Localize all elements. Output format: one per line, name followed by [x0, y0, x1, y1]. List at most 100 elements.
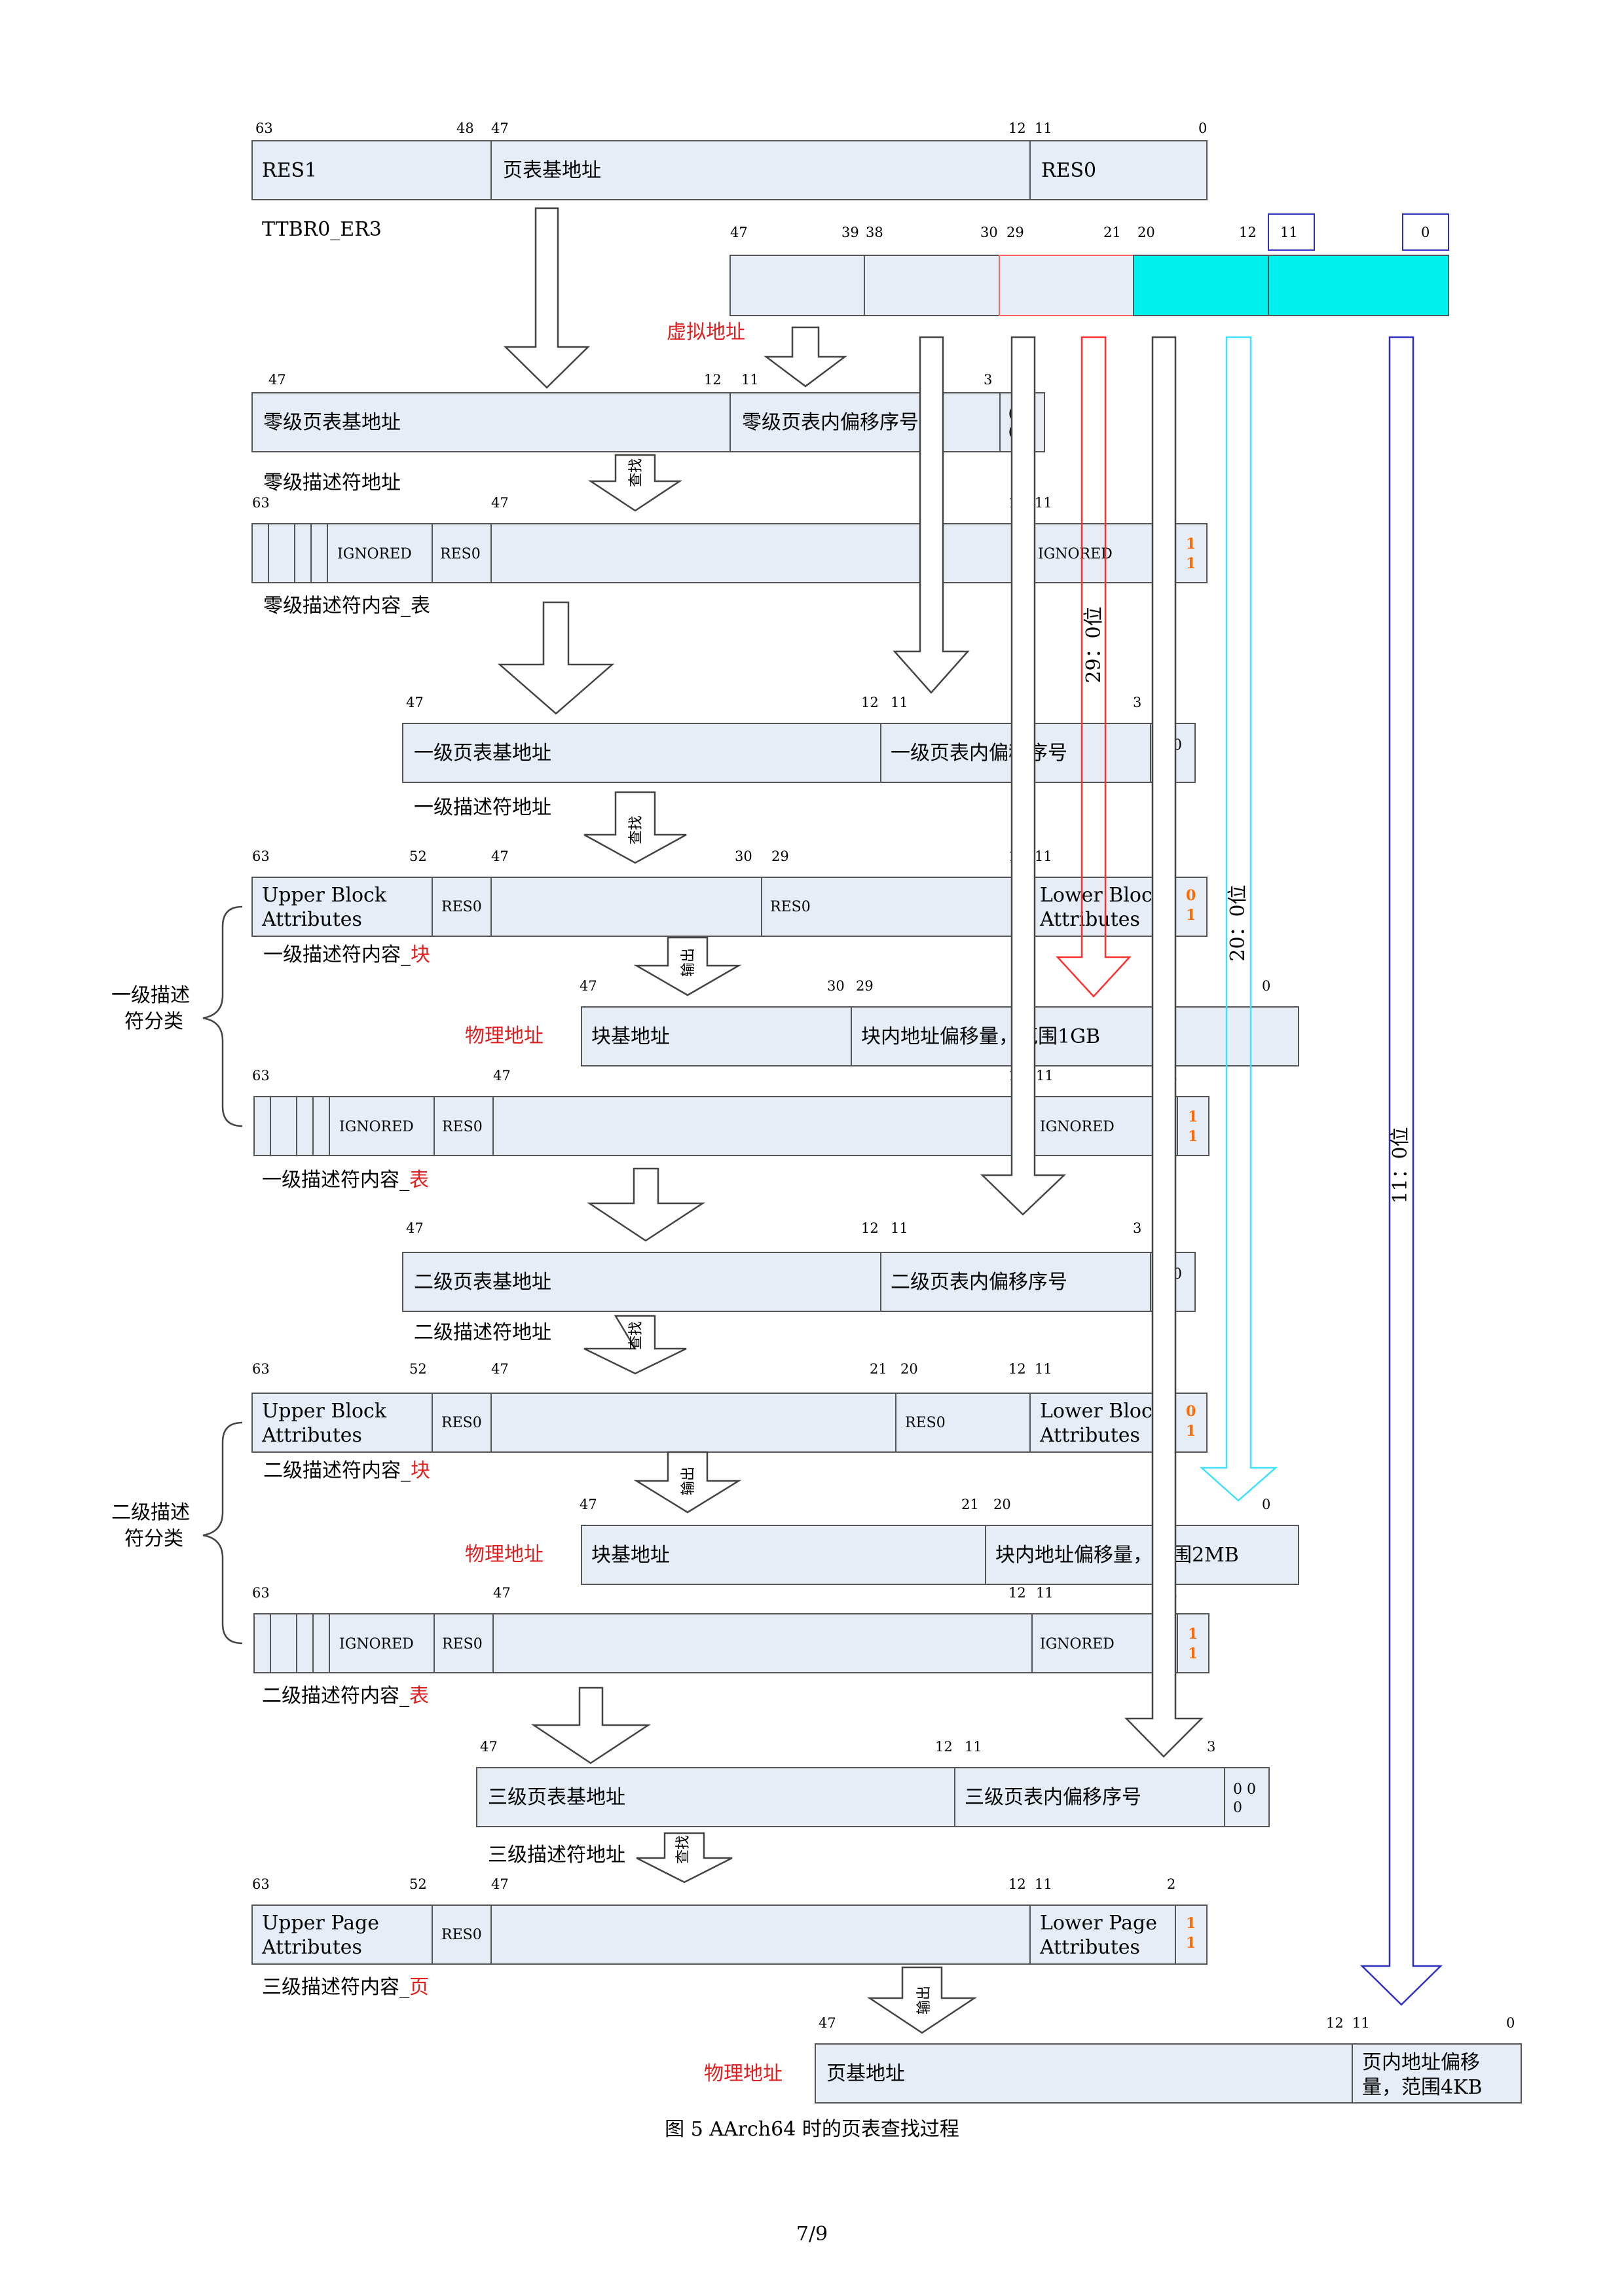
l3p-bit-11: 11	[1035, 1876, 1052, 1892]
va-bit-11: 11	[1280, 225, 1298, 240]
red-29-0-arrow	[1056, 336, 1132, 998]
l1-phys-base: 块基地址	[591, 1025, 670, 1048]
l2-output-label: 输出	[680, 1467, 697, 1495]
l2p-bit-47: 47	[580, 1497, 597, 1512]
ttbr-down-arrow	[503, 207, 591, 389]
l0-desc-addr-label: 零级描述符地址	[263, 471, 401, 494]
l0-bit-11: 11	[741, 372, 759, 388]
l1t-ignored-upper: IGNORED	[339, 1119, 414, 1135]
l0-ignored-upper: IGNORED	[337, 546, 412, 562]
level3-address: 三级页表基地址 三级页表内偏移序号 0 0 0 47 12 11 3 三级描述符…	[476, 1739, 1270, 1867]
l3x-bit-0: 0	[1506, 2015, 1515, 2031]
blue-arrow-label: 11：0位	[1389, 1127, 1412, 1203]
l3p-bit-12: 12	[1008, 1876, 1026, 1892]
l2-to-l3-arrow	[530, 1686, 652, 1764]
l3-phys-offset-1: 页内地址偏移	[1362, 2051, 1480, 2074]
l3-phys-offset-2: 量，范围4KB	[1362, 2076, 1483, 2099]
level2-block-descriptor: Upper Block Attributes RES0 RES0 Lower B…	[251, 1361, 1208, 1482]
l2-search-label: 查找	[628, 1321, 644, 1350]
l2b-bit-20: 20	[900, 1361, 918, 1377]
l0-ignored-lower: IGNORED	[1038, 546, 1113, 562]
l3-lower-page-1: Lower Page	[1040, 1912, 1157, 1935]
l1-lower-block-2: Attributes	[1039, 908, 1140, 931]
l1t-bit-11: 11	[1036, 1068, 1054, 1084]
virtual-address-label: 虚拟地址	[667, 321, 745, 344]
l2t-bit-12: 12	[1008, 1585, 1026, 1601]
l1-search-label: 查找	[628, 816, 644, 845]
l2-lower-block-1: Lower Block	[1040, 1400, 1165, 1423]
l1t-res0: RES0	[442, 1119, 483, 1135]
l1p-bit-30: 30	[827, 978, 845, 994]
l2-upper-block-2: Attributes	[261, 1424, 362, 1447]
l2b-bit-52: 52	[409, 1361, 427, 1377]
l0d-bit-63: 63	[252, 495, 270, 511]
l3-bit-11: 11	[965, 1739, 982, 1755]
virtual-address: 47 39 38 30 29 21 20 12 11 0 虚拟地址	[667, 213, 1449, 344]
l1p-bit-47: 47	[580, 978, 597, 994]
l2b-bit-21: 21	[870, 1361, 887, 1377]
l2t-ignored-upper: IGNORED	[339, 1636, 414, 1652]
l3-base-label: 三级页表基地址	[488, 1786, 625, 1809]
l0-bit-12: 12	[704, 372, 722, 388]
l1-class-2: 符分类	[124, 1010, 183, 1033]
l3p-bit-52: 52	[409, 1876, 427, 1892]
l1-res0-a: RES0	[441, 899, 482, 915]
l0-search-arrow	[587, 454, 683, 512]
l2-phys-base: 块基地址	[591, 1544, 670, 1567]
search-output-arrows: 查找 查找 输出 查找 输出 查找 输出	[583, 454, 978, 2034]
ttbr-label: TTBR0_ER3	[262, 218, 382, 241]
page-number: 7/9	[796, 2223, 828, 2246]
l3-phys-base: 页基地址	[826, 2062, 905, 2085]
level2-address: 二级页表基地址 二级页表内偏移序号 0 0 0 47 12 11 3 二级描述符…	[402, 1220, 1196, 1344]
l1b-bit-47: 47	[491, 848, 509, 864]
l2-content-block-label: 二级描述符内容_块	[263, 1459, 430, 1482]
l2t-bit-1: 1	[1188, 1626, 1198, 1643]
l1b-bit-52: 52	[409, 848, 427, 864]
index-arrows	[497, 207, 1204, 1764]
l1-output-label: 输出	[680, 948, 697, 977]
l2t-res0: RES0	[442, 1636, 483, 1652]
l1t-bit-63: 63	[252, 1068, 270, 1084]
l1b-bit-0: 1	[1186, 907, 1196, 924]
va-bit-30: 30	[980, 225, 998, 240]
va-bit-39: 39	[841, 225, 859, 240]
bit-11: 11	[1035, 120, 1052, 136]
l2b-bit-47: 47	[491, 1361, 509, 1377]
l2p-bit-21: 21	[961, 1497, 979, 1512]
l3-upper-page-1: Upper Page	[262, 1912, 379, 1935]
level1-physical-address: 块基地址 块内地址偏移量，范围1GB 47 30 29 0 物理地址	[465, 978, 1299, 1066]
l3-res0: RES0	[441, 1927, 482, 1943]
l3-phys-label: 物理地址	[704, 2062, 783, 2085]
l1-offset-label: 一级页表内偏移序号	[891, 742, 1067, 765]
l3p-bit-0: 1	[1186, 1935, 1196, 1952]
l0d-bit-11: 11	[1035, 495, 1052, 511]
l1-upper-block-2: Attributes	[261, 908, 362, 931]
l1-bit-47: 47	[406, 695, 424, 710]
l1-phys-offset: 块内地址偏移量，范围1GB	[861, 1025, 1100, 1048]
l2-bit-47: 47	[406, 1220, 424, 1236]
l2b-bit-63: 63	[252, 1361, 270, 1377]
l3-bit-12: 12	[935, 1739, 953, 1755]
level1-classification: 一级描述 符分类	[111, 905, 243, 1127]
va-bit-47: 47	[730, 225, 748, 240]
l1t-bit-0: 1	[1188, 1128, 1198, 1145]
cyan-20-0-arrow	[1199, 336, 1278, 1502]
l2b-bit-0: 1	[1186, 1423, 1196, 1440]
l1-output-arrow	[633, 936, 742, 996]
l3-bit-3: 3	[1207, 1739, 1215, 1755]
l1p-bit-29: 29	[856, 978, 874, 994]
l1-lower-block-1: Lower Block	[1040, 884, 1165, 907]
l1-content-table-label: 一级描述符内容_表	[262, 1169, 429, 1192]
l2t-bit-0: 1	[1188, 1645, 1198, 1662]
l2t-bit-11: 11	[1036, 1585, 1054, 1601]
l1-desc-addr-label: 一级描述符地址	[414, 796, 551, 819]
l1b-bit-29: 29	[771, 848, 789, 864]
l3-search-arrow	[636, 1832, 733, 1884]
l1t-bit-1: 1	[1188, 1108, 1198, 1125]
va-small-arrow	[764, 326, 847, 388]
l3x-bit-12: 12	[1326, 2015, 1344, 2031]
level1-address: 一级页表基地址 一级页表内偏移序号 0 0 0 47 12 11 3 一级描述符…	[402, 695, 1196, 819]
l2b-bit-12: 12	[1008, 1361, 1026, 1377]
l0-bit-47: 47	[268, 372, 286, 388]
l2-class-1: 二级描述	[111, 1501, 190, 1524]
